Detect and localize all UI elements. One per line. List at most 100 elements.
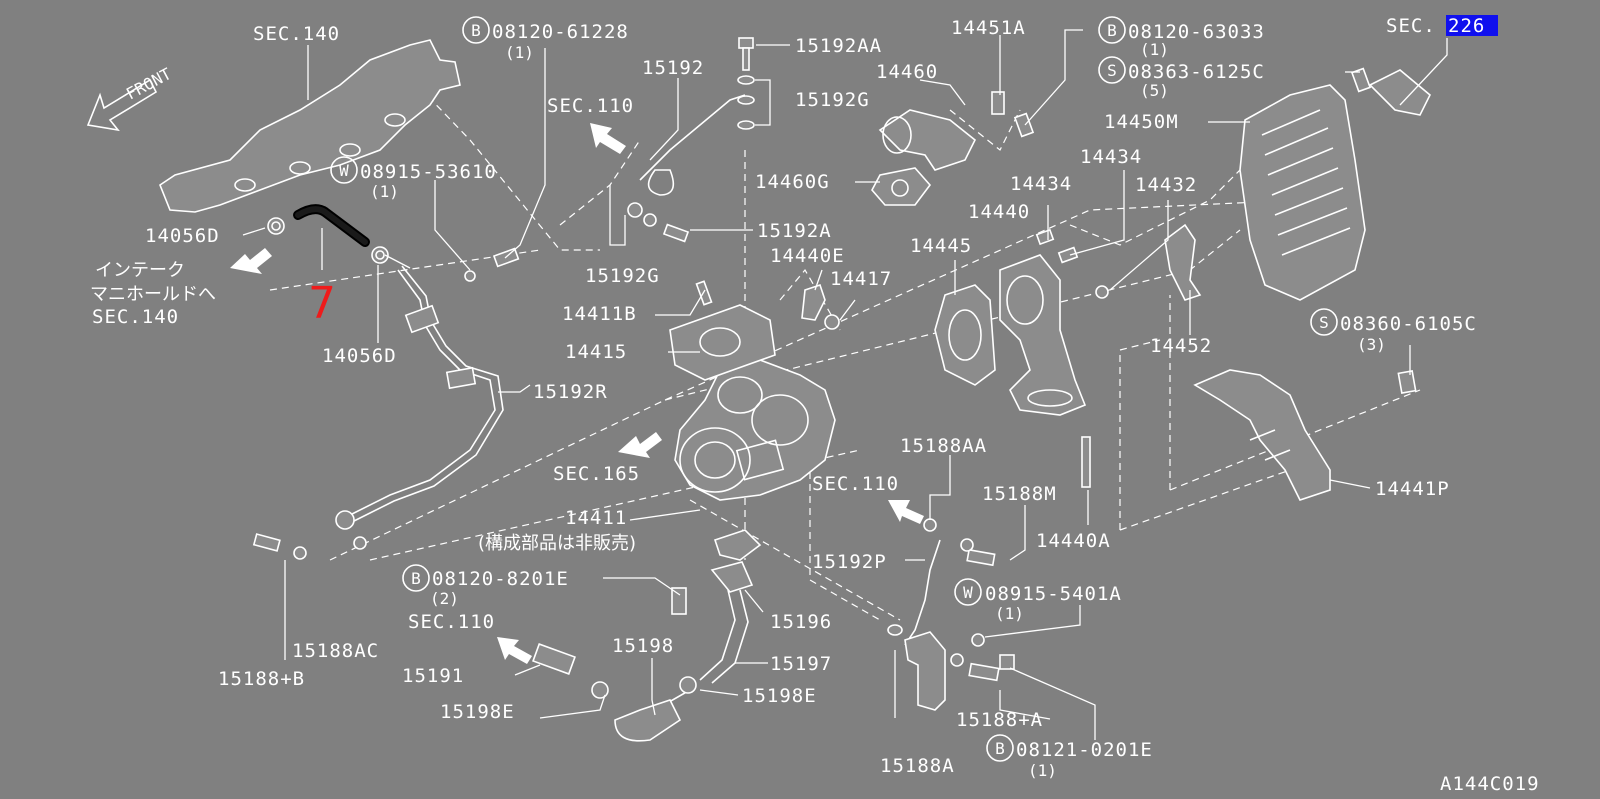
label-08120-63033: 08120-63033 <box>1128 21 1265 43</box>
label-15192G-mid: 15192G <box>585 265 660 287</box>
label-08121-0201E-qty: (1) <box>1028 761 1057 780</box>
label-14434-b: 14434 <box>1010 173 1072 195</box>
label-15188AC: 15188AC <box>292 640 379 662</box>
leader-lines <box>242 29 1448 740</box>
label-15192R: 15192R <box>533 381 608 403</box>
label-jp-intake: インテーク <box>95 260 185 281</box>
exhaust-manifold <box>159 39 461 213</box>
label-15191: 15191 <box>402 665 464 687</box>
label-15198E-right: 15198E <box>742 685 817 707</box>
label-15192G-top: 15192G <box>795 89 870 111</box>
label-14452: 14452 <box>1150 335 1212 357</box>
heat-shield-14450M <box>1239 69 1431 301</box>
label-08915-5401A: 08915-5401A <box>985 583 1122 605</box>
label-14056D-lower: 14056D <box>322 345 397 367</box>
drain-pipe-assembly <box>532 529 762 742</box>
label-14056D-left: 14056D <box>145 225 220 247</box>
pipe-15192 <box>627 94 746 227</box>
screw-symbol-icon: S <box>1107 61 1117 80</box>
label-14415: 14415 <box>565 341 627 363</box>
label-14411: 14411 <box>565 507 627 529</box>
gasket-14445 <box>934 284 996 386</box>
label-14460: 14460 <box>876 61 938 83</box>
label-15188AA: 15188AA <box>900 435 987 457</box>
outlet-14440 <box>999 254 1087 416</box>
front-direction-arrow <box>86 78 158 132</box>
label-14445: 14445 <box>910 235 972 257</box>
pipe-15192R <box>335 265 504 530</box>
label-08121-0201E: 08121-0201E <box>1016 739 1153 761</box>
label-15196: 15196 <box>770 611 832 633</box>
highlighted-hose-part-7 <box>293 204 370 247</box>
label-sec110-c: SEC.110 <box>408 611 495 633</box>
label-15197: 15197 <box>770 653 832 675</box>
label-sec226-link[interactable]: 226 <box>1448 15 1485 37</box>
label-sec110-b: SEC.110 <box>812 473 899 495</box>
elbow-14460 <box>871 109 977 206</box>
label-08363-6125C: 08363-6125C <box>1128 61 1265 83</box>
label-sec140-bottom: SEC.140 <box>92 306 179 328</box>
label-sec226-prefix: SEC. <box>1386 15 1436 37</box>
direction-arrows <box>230 123 924 664</box>
label-15192P: 15192P <box>812 551 887 573</box>
label-08120-8201E: 08120-8201E <box>432 568 569 590</box>
label-08120-63033-qty: (1) <box>1140 40 1169 59</box>
label-jp-manifold: マニホールドへ <box>90 284 216 305</box>
sec226-highlight <box>1446 15 1498 36</box>
fastener-symbols: B B S W S B W B <box>330 16 1338 762</box>
label-15198E-left: 15198E <box>440 701 515 723</box>
label-15192A: 15192A <box>757 220 832 242</box>
label-sec140-top: SEC.140 <box>253 23 340 45</box>
label-15192AA: 15192AA <box>795 35 882 57</box>
washer-symbol-icon: W <box>963 583 973 602</box>
label-14440E: 14440E <box>770 245 845 267</box>
label-14440A: 14440A <box>1036 530 1111 552</box>
bolt-symbol-icon: B <box>471 21 481 40</box>
label-08915-5401A-qty: (1) <box>995 604 1024 623</box>
label-sec110-a: SEC.110 <box>547 95 634 117</box>
gasket-14415 <box>669 304 776 381</box>
screw-symbol-icon: S <box>1319 313 1329 332</box>
label-15188-plus-A: 15188+A <box>956 709 1043 731</box>
label-15188M: 15188M <box>982 483 1057 505</box>
water-pipe-15192P <box>887 539 946 711</box>
label-sec165: SEC.165 <box>553 463 640 485</box>
label-08360-6105C-qty: (3) <box>1357 335 1386 354</box>
label-15198: 15198 <box>612 635 674 657</box>
bracket-14417 <box>801 283 840 330</box>
label-jp-not-sold: (構成部品は非販売) <box>478 533 636 554</box>
bolt-symbol-icon: B <box>995 739 1005 758</box>
turbocharger-14411 <box>674 359 836 501</box>
label-15188A: 15188A <box>880 755 955 777</box>
hose-clamps <box>267 217 389 264</box>
label-14432: 14432 <box>1135 174 1197 196</box>
highlight-marker-7: 7 <box>308 278 336 329</box>
label-14460G: 14460G <box>755 171 830 193</box>
label-15188-plus-B: 15188+B <box>218 668 305 690</box>
label-14434-a: 14434 <box>1080 146 1142 168</box>
label-front: FRONT <box>123 64 175 104</box>
bolt-symbol-icon: B <box>411 569 421 588</box>
label-08915-53610-qty: (1) <box>370 182 399 201</box>
bracket-14452 <box>1164 223 1202 301</box>
label-14451A: 14451A <box>951 17 1026 39</box>
label-14450M: 14450M <box>1104 111 1179 133</box>
label-08360-6105C: 08360-6105C <box>1340 313 1477 335</box>
label-08120-61228-qty: (1) <box>505 43 534 62</box>
label-14441P: 14441P <box>1375 478 1450 500</box>
heat-insulator-14441P <box>1193 369 1331 501</box>
label-08120-8201E-qty: (2) <box>430 589 459 608</box>
label-08915-53610: 08915-53610 <box>360 161 497 183</box>
label-14440: 14440 <box>968 201 1030 223</box>
label-14417: 14417 <box>830 268 892 290</box>
washer-symbol-icon: W <box>339 161 349 180</box>
bolts <box>252 37 1417 682</box>
label-08363-6125C-qty: (5) <box>1140 81 1169 100</box>
label-15192: 15192 <box>642 57 704 79</box>
part-labels: SEC.140 FRONT 08120-61228 (1) 15192AA 15… <box>90 15 1540 795</box>
bolt-symbol-icon: B <box>1107 21 1117 40</box>
figure-id: A144C019 <box>1440 773 1540 795</box>
label-14411B: 14411B <box>562 303 637 325</box>
